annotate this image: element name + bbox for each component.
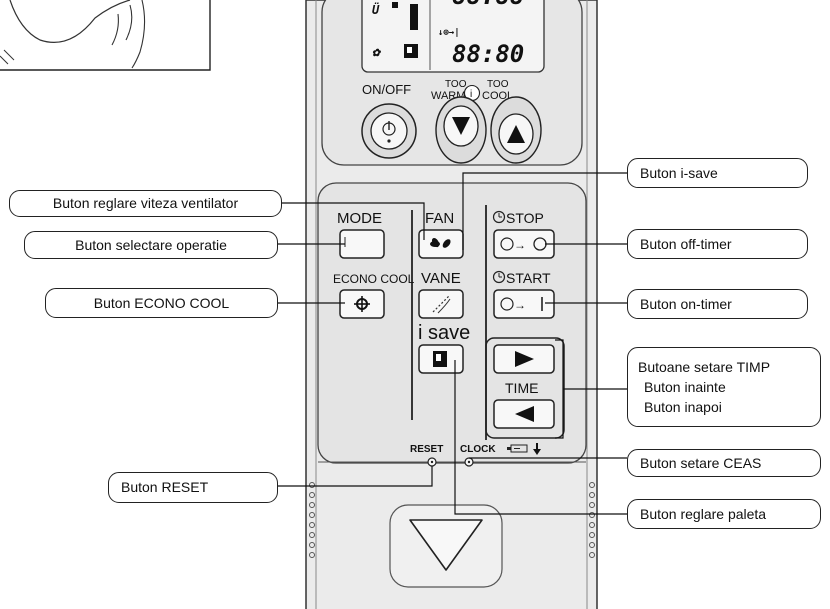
reset-button[interactable] — [427, 457, 437, 467]
callout-time-set-line2: Buton inainte — [644, 379, 726, 395]
temp-up-button[interactable] — [490, 96, 542, 164]
svg-text:✿: ✿ — [372, 45, 381, 60]
on-timer-arrow: → — [514, 298, 526, 312]
play-back-icon — [515, 406, 534, 422]
vane-swing-icon — [432, 295, 451, 314]
callout-operation-select: Buton selectare operatie — [24, 231, 278, 259]
mode-button[interactable] — [339, 229, 385, 259]
lcd-time-bottom: 88:80 — [452, 40, 524, 68]
i-save-label: i save — [418, 322, 470, 344]
battery-icon — [507, 444, 528, 453]
callout-time-set-line3: Buton inapoi — [644, 399, 722, 415]
clock-icon — [492, 210, 506, 224]
callout-on-timer: Buton on-timer — [627, 289, 808, 319]
econo-cool-label: ECONO COOL — [333, 272, 415, 286]
callout-i-save: Buton i-save — [627, 158, 808, 188]
callout-time-set-line1: Butoane setare TIMP — [638, 359, 771, 375]
i-save-button[interactable] — [418, 344, 464, 374]
play-forward-icon — [515, 351, 534, 367]
lcd-time-top: 88:88 — [452, 0, 524, 10]
time-back-button[interactable] — [493, 399, 555, 429]
clock-label: CLOCK — [460, 444, 496, 455]
bottom-triangle-button[interactable] — [389, 504, 503, 588]
fan-label: FAN — [425, 210, 454, 227]
info-symbol: i — [470, 89, 472, 100]
mode-label: MODE — [337, 210, 382, 227]
stop-label: STOP — [506, 210, 544, 226]
snowflake-icon — [354, 296, 370, 312]
vane-label: VANE — [421, 270, 461, 287]
callout-clock-set: Buton setare CEAS — [627, 449, 821, 477]
reset-label: RESET — [410, 444, 443, 455]
left-grip — [309, 482, 315, 558]
clock-icon — [500, 297, 514, 311]
arrow-down-icon — [533, 443, 541, 455]
lcd-display: Ü ✿ 88:88 ↓⊕→| 88:80 — [361, 0, 545, 73]
start-label: START — [506, 270, 551, 286]
clock-icon — [500, 237, 514, 251]
vane-button[interactable] — [418, 289, 464, 319]
temp-down-button[interactable] — [435, 96, 487, 164]
clock-set-button[interactable] — [464, 457, 474, 467]
time-forward-button[interactable] — [493, 344, 555, 374]
too-cool-label-2: COOL — [482, 90, 513, 102]
clock-icon — [492, 270, 506, 284]
arrow-down-icon — [452, 117, 470, 135]
arrow-up-icon — [507, 125, 525, 143]
on-timer-button[interactable]: → — [493, 289, 555, 319]
too-cool-label-1: TOO — [487, 79, 509, 90]
fan-button[interactable] — [418, 229, 464, 259]
callout-time-set: Butoane setare TIMP Buton inainte Buton … — [627, 347, 821, 427]
callout-fan-speed: Buton reglare viteza ventilator — [9, 190, 282, 217]
off-timer-arrow: → — [514, 238, 526, 252]
svg-text:↓⊕→|: ↓⊕→| — [438, 28, 460, 38]
svg-text:Ü: Ü — [372, 2, 380, 17]
econo-cool-button[interactable] — [339, 289, 385, 319]
on-off-label: ON/OFF — [362, 82, 411, 97]
hand-sketch-inset — [0, 0, 211, 71]
time-label: TIME — [505, 380, 538, 396]
callout-off-timer: Buton off-timer — [627, 229, 808, 259]
callout-vane-adjust: Buton reglare paleta — [627, 499, 821, 529]
leader-lines — [278, 172, 627, 515]
callout-reset: Buton RESET — [108, 472, 278, 503]
off-timer-button[interactable]: → — [493, 229, 555, 259]
fan-icon — [430, 237, 451, 248]
on-off-button[interactable] — [361, 103, 417, 159]
too-warm-label-1: TOO — [445, 79, 467, 90]
right-grip — [589, 482, 595, 558]
callout-econo-cool: Buton ECONO COOL — [45, 288, 278, 318]
